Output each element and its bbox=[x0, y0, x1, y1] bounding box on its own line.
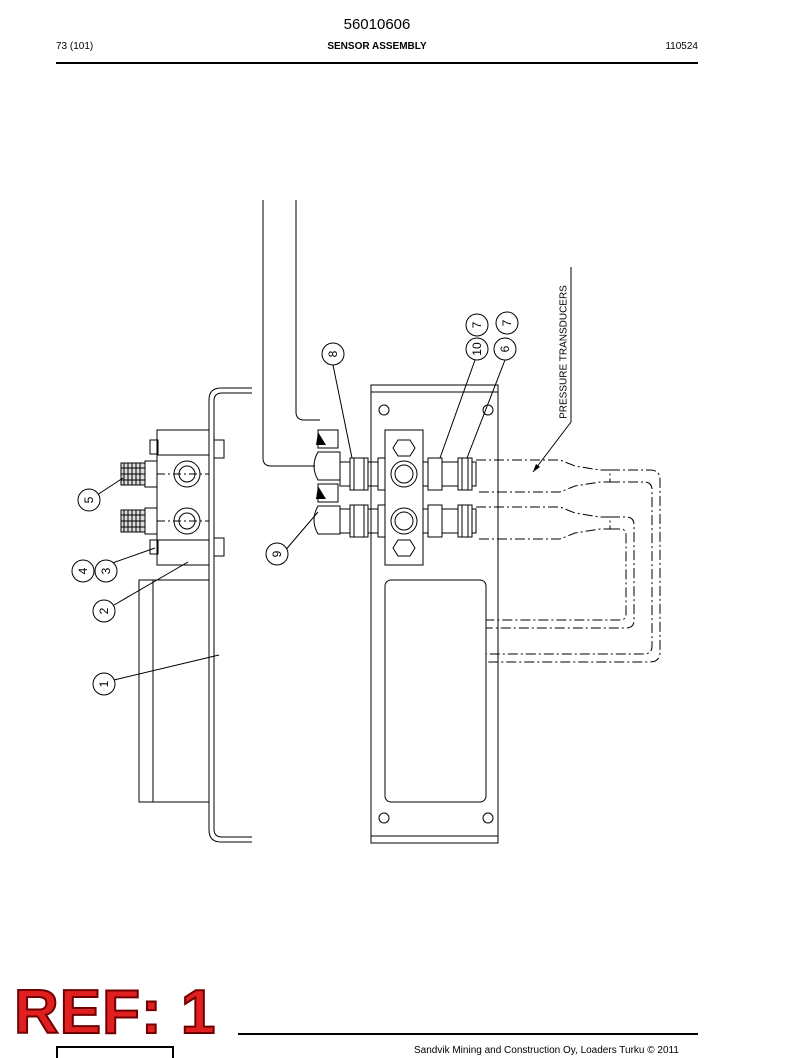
callout-2-label: 2 bbox=[97, 607, 111, 614]
page-title: SENSOR ASSEMBLY bbox=[327, 41, 427, 52]
callout-10: 10 bbox=[465, 337, 489, 361]
hose-lines bbox=[262, 200, 341, 535]
lower-fitting-train bbox=[339, 504, 477, 538]
leader-lines bbox=[96, 267, 572, 681]
upper-fitting-train bbox=[339, 457, 477, 491]
callout-1: 1 bbox=[92, 672, 116, 696]
callout-7b: 7 bbox=[495, 311, 519, 335]
callout-1-label: 1 bbox=[97, 680, 111, 687]
page-reference: 73 (101) bbox=[56, 41, 94, 52]
manifold-block bbox=[384, 429, 424, 566]
ref-stamp: REF: 1 bbox=[13, 978, 217, 1047]
callout-6: 6 bbox=[493, 337, 517, 361]
test-point-lower bbox=[120, 507, 158, 535]
sensor-housing bbox=[138, 579, 210, 803]
callout-7a-label: 7 bbox=[470, 321, 484, 328]
callout-10-label: 10 bbox=[470, 342, 484, 356]
callout-3: 3 bbox=[94, 559, 118, 583]
copyright-text: Sandvik Mining and Construction Oy, Load… bbox=[414, 1045, 679, 1056]
mounting-plate bbox=[370, 384, 499, 844]
mounting-bracket bbox=[208, 387, 252, 843]
callout-3-label: 3 bbox=[99, 567, 113, 574]
callout-7a: 7 bbox=[465, 313, 489, 337]
callout-6-label: 6 bbox=[498, 345, 512, 352]
callout-4-label: 4 bbox=[76, 567, 90, 574]
callout-4: 4 bbox=[71, 559, 95, 583]
callout-2: 2 bbox=[92, 599, 116, 623]
test-point-upper bbox=[120, 460, 158, 488]
pressure-transducers bbox=[476, 459, 661, 663]
sandvik-logo bbox=[56, 1046, 174, 1058]
callout-9: 9 bbox=[265, 542, 289, 566]
page-header: 73 (101) SENSOR ASSEMBLY 110524 bbox=[56, 41, 698, 55]
footer-rule bbox=[238, 1033, 698, 1035]
date-code: 110524 bbox=[665, 41, 698, 52]
header-rule bbox=[56, 62, 698, 64]
callout-9-label: 9 bbox=[270, 550, 284, 557]
callout-8: 8 bbox=[321, 342, 345, 366]
valve-block bbox=[156, 429, 210, 566]
callout-7b-label: 7 bbox=[500, 319, 514, 326]
callout-8-label: 8 bbox=[326, 350, 340, 357]
document-number: 56010606 bbox=[343, 16, 411, 33]
callout-5: 5 bbox=[77, 488, 101, 512]
callout-5-label: 5 bbox=[82, 496, 96, 503]
pressure-transducers-label: PRESSURE TRANSDUCERS bbox=[559, 285, 570, 419]
